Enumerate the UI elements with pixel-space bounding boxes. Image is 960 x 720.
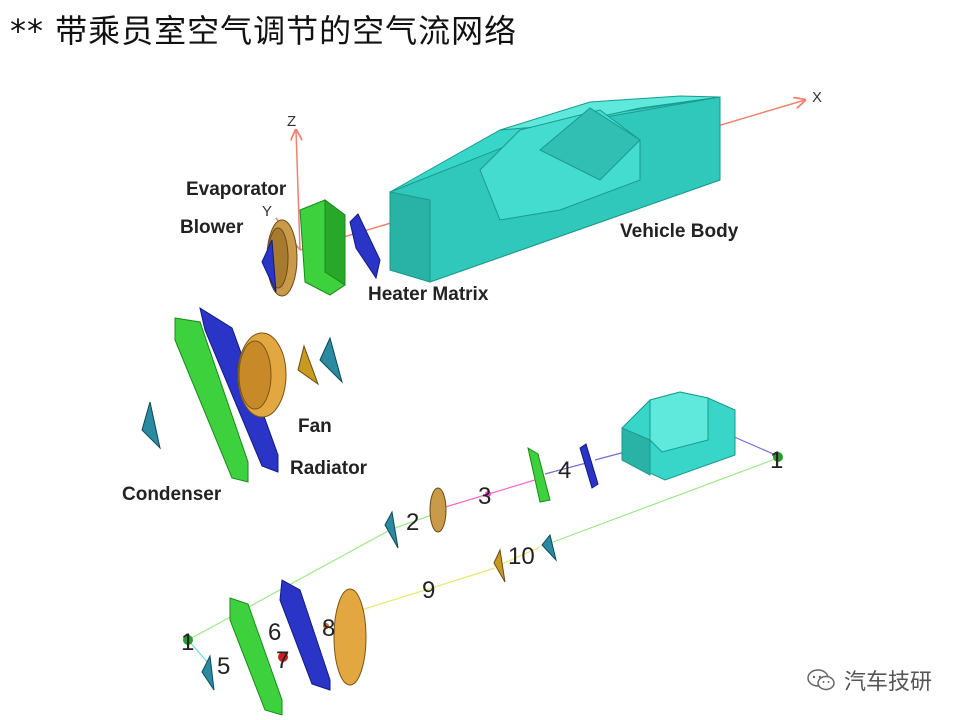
node-marker-1-right — [773, 452, 783, 462]
node-label-9: 9 — [422, 577, 435, 604]
evaporator-block — [299, 199, 346, 296]
network-blower-disc — [429, 487, 447, 533]
vehicle-body-model — [389, 95, 721, 283]
network-plate-2 — [384, 510, 399, 549]
small-plate-front-2 — [319, 336, 343, 384]
small-plate-front-1 — [297, 344, 320, 386]
z-axis-label: Z — [287, 113, 296, 130]
node-label-1-right: 1 — [770, 447, 783, 474]
page-title: ** 带乘员室空气调节的空气流网络 — [10, 12, 518, 50]
node-label-7: 7 — [276, 647, 289, 674]
blower-label: Blower — [180, 217, 244, 238]
y-axis-label: Y — [262, 203, 272, 220]
node-marker-8 — [323, 623, 329, 629]
network-plate-10 — [493, 548, 506, 583]
fan-label: Fan — [298, 416, 332, 437]
node-label-10: 10 — [508, 543, 535, 570]
wechat-icon — [807, 669, 835, 691]
evaporator-label: Evaporator — [186, 179, 287, 200]
network-fan-disc — [333, 588, 367, 686]
network-plate-5 — [201, 654, 215, 691]
x-axis-label: X — [812, 89, 822, 106]
network-plate-10b — [541, 533, 557, 562]
network-condenser-plate — [229, 597, 283, 716]
vehicle-body-label: Vehicle Body — [620, 221, 739, 242]
radiator-label: Radiator — [290, 458, 368, 479]
node-label-3: 3 — [478, 483, 491, 510]
watermark: 汽车技研 — [806, 664, 932, 696]
node-label-5: 5 — [217, 653, 230, 680]
node-label-6: 6 — [268, 619, 281, 646]
condenser-plate — [174, 317, 249, 483]
network-evaporator-plate — [527, 446, 551, 503]
blower-inlet-plate — [261, 239, 277, 293]
condenser-label: Condenser — [122, 484, 222, 505]
network-radiator-plate — [279, 579, 331, 691]
network-heater-plate — [579, 443, 599, 489]
z-axis-line — [296, 130, 300, 251]
node-marker-1-left — [183, 635, 193, 645]
node-label-8: 8 — [322, 615, 335, 642]
node-label-4: 4 — [558, 457, 571, 484]
watermark-text: 汽车技研 — [843, 670, 932, 695]
node-marker-7 — [278, 652, 288, 662]
fan-wheel — [237, 332, 287, 418]
heater-matrix-plate — [349, 213, 381, 280]
engine-bay-block — [621, 391, 736, 481]
small-plate-front-3 — [141, 401, 161, 450]
node-marker-3 — [485, 491, 491, 497]
heater-matrix-label: Heater Matrix — [368, 284, 489, 305]
node-label-1-left: 1 — [181, 629, 194, 656]
node-label-2: 2 — [406, 509, 419, 536]
